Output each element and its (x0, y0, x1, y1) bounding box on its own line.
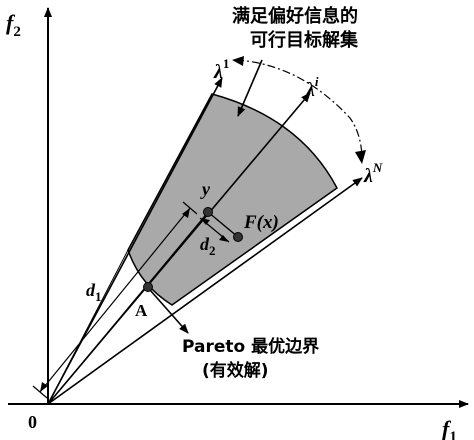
preferred-region (127, 93, 338, 306)
point-a-label: A (135, 301, 148, 320)
d2-arrow-a (200, 218, 210, 225)
lambda-arc (235, 59, 363, 161)
lambda-1-label: λ1 (213, 56, 229, 83)
point-y-label: y (200, 179, 211, 199)
d1-label: d1 (86, 280, 102, 304)
point-a (143, 282, 153, 292)
lambda-n-vector (47, 177, 363, 405)
region-label-line1: 满足偏好信息的 (232, 5, 358, 27)
x-axis-label: f1 (442, 416, 457, 440)
y-to-fx-line (207, 211, 239, 238)
ray-to-y (47, 211, 209, 405)
y-axis-label: f2 (6, 10, 21, 40)
lambda-n-label: λN (363, 160, 383, 187)
point-fx-label: F(x) (243, 212, 279, 233)
d2-arrow-b (219, 235, 229, 242)
d1-line (39, 207, 191, 393)
point-y (203, 207, 213, 217)
d1-arrow-bottom (40, 382, 48, 392)
pareto-label-line2: (有效解) (202, 360, 269, 381)
d1-arrow-top (182, 208, 190, 218)
region-pointer (237, 59, 263, 117)
point-fx (233, 232, 243, 242)
region-label-line2: 可行目标解集 (250, 29, 359, 51)
ray-boundary-upper (47, 249, 129, 405)
pareto-label-line1: Pareto 最优边界 (182, 336, 319, 357)
lambda-arc-arrow-left (232, 56, 244, 66)
lambda-i-label: λi (305, 74, 319, 101)
lambda-1-vector (47, 77, 223, 405)
pareto-pointer (149, 289, 189, 334)
d2-label: d2 (200, 234, 216, 258)
origin-label: 0 (28, 412, 37, 432)
lambda-arc-arrow-right (355, 150, 366, 164)
